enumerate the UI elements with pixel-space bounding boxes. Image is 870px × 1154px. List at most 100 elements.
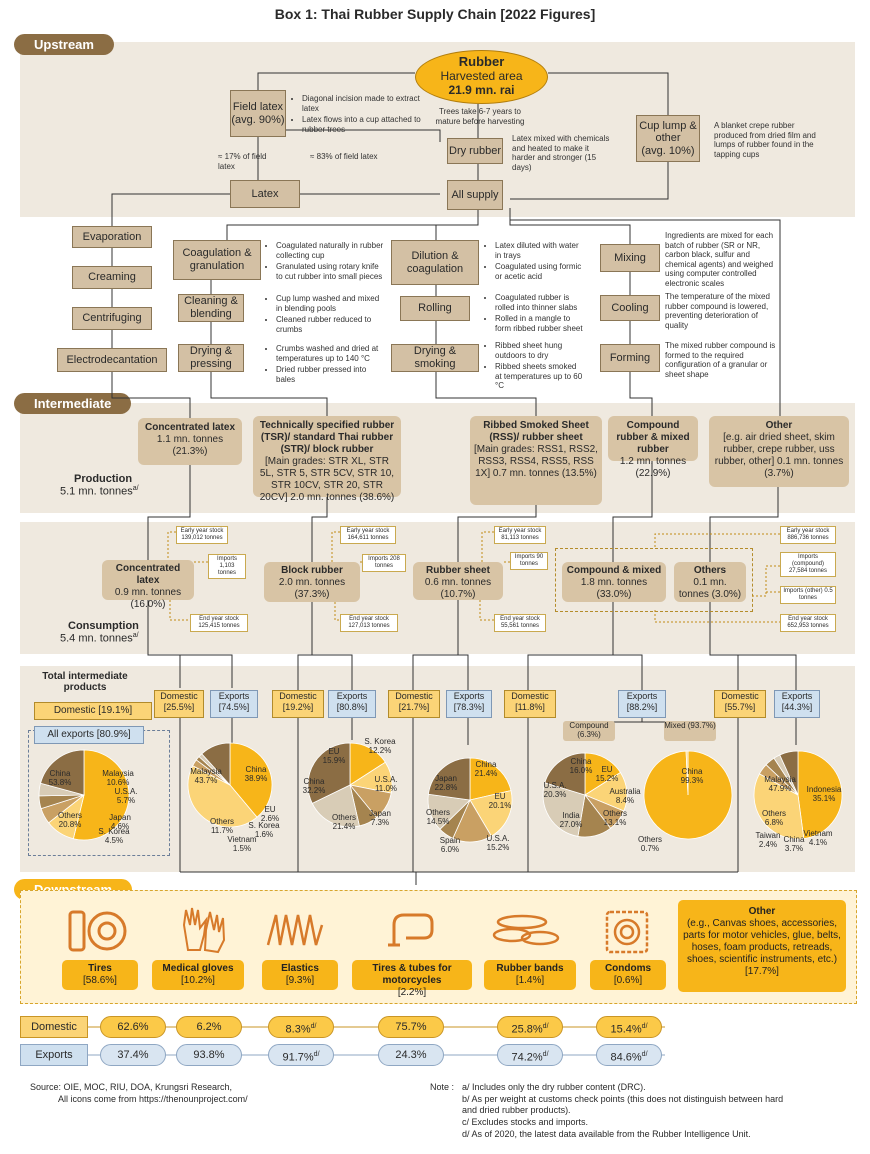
dry-rubber-note: Latex mixed with chemicals and heated to…: [512, 134, 610, 172]
end-stock-0: End year stock 125,415 tonnes: [190, 614, 248, 632]
mixing-box: Mixing: [600, 244, 660, 272]
pill-sup: d/: [641, 1023, 648, 1030]
drying-smoking-box: Drying & smoking: [391, 344, 479, 372]
end-stock-2: End year stock 55,561 tonnes: [494, 614, 546, 632]
exports-4: Exports [44.3%]: [774, 690, 820, 718]
electrodecantation-box: Electrodecantation: [57, 348, 167, 372]
production-value: 5.1 mn. tonnes: [60, 485, 133, 498]
cleaning-notes: Cup lump washed and mixed in blending po…: [266, 294, 386, 336]
exports-pill-2: 91.7%d/: [268, 1044, 334, 1066]
pie-slice-1-1: [187, 765, 258, 828]
note-b: b/ As per weight at customs check points…: [462, 1093, 784, 1116]
cons-body-1: 2.0 mn. tonnes (37.3%): [278, 577, 346, 600]
pie-slice-0-5: [40, 749, 85, 796]
consumption-sup: a/: [132, 632, 139, 639]
prod-title-0: Concentrated latex: [144, 422, 236, 433]
trees-note: Trees take 6-7 years to mature before ha…: [435, 107, 525, 126]
cup-lump-pct: (avg. 10%): [641, 144, 695, 157]
ds-name-3: Tires & tubes for motorcycles: [372, 963, 452, 986]
coag-note-1: Coagulated naturally in rubber collectin…: [276, 241, 386, 260]
domestic-1: Domestic [19.2%]: [272, 690, 324, 718]
note-a: a/ Includes only the dry rubber content …: [462, 1082, 646, 1092]
ds-item-moto-tires: Tires & tubes for motorcycles[2.2%]: [352, 960, 472, 998]
ds-note-1: Ribbed sheet hung outdoors to dry: [495, 341, 585, 360]
tube-icon: [388, 913, 434, 947]
ds-item-condoms: Condoms[0.6%]: [590, 960, 666, 990]
pct83-note: ≈ 83% of field latex: [310, 152, 378, 161]
pie-label-2-2: U.S.A.11.0%: [374, 775, 398, 794]
prod-body-2: [Main grades: RSS1, RSS2, RSS3, RSS4, RS…: [474, 444, 598, 479]
rubber-harvested-area: Rubber Harvested area 21.9 mn. rai: [415, 50, 548, 104]
pie-slice-3-1: [469, 790, 513, 837]
forming-note: The mixed rubber compound is formed to t…: [665, 341, 776, 379]
domestic-row-label: Domestic: [20, 1016, 88, 1038]
drying-pressing-box: Drying & pressing: [178, 344, 244, 372]
latex-box: Latex: [230, 180, 300, 208]
cons-title-0: Concentrated latex: [115, 563, 181, 586]
coagulation-box: Coagulation & granulation: [173, 240, 261, 280]
coag-note-2: Granulated using rotary knife to cut rub…: [276, 262, 386, 281]
domestic-2: Domestic [21.7%]: [388, 690, 440, 718]
clean-note-1: Cup lump washed and mixed in blending po…: [276, 294, 386, 313]
roll-note-2: Rolled in a mangle to form ribbed rubber…: [495, 314, 585, 333]
cup-lump-label: Cup lump & other: [639, 119, 697, 145]
centrifuging-box: Centrifuging: [72, 307, 152, 330]
exports-pill-5: 84.6%d/: [596, 1044, 662, 1066]
ds-pct-1: [10.2%]: [181, 975, 215, 986]
end-stock-3: End year stock 652,953 tonnes: [780, 614, 836, 632]
pie-slice-4-5: [544, 752, 586, 796]
pie-label-3-2: U.S.A.15.2%: [486, 834, 510, 853]
ds-name-5: Condoms: [604, 963, 652, 974]
exports-0: Exports [74.5%]: [210, 690, 258, 718]
total-domestic: Domestic [19.1%]: [34, 702, 152, 720]
dry-rubber-box: Dry rubber: [447, 138, 503, 164]
pie-slice-1-5: [201, 742, 231, 787]
prod-other: Other[e.g. air dried sheet, skim rubber,…: [709, 416, 849, 487]
domestic-4: Domestic [55.7%]: [714, 690, 766, 718]
domestic-pill-3: 75.7%: [378, 1016, 444, 1038]
pie-slice-1-0: [229, 742, 273, 818]
prod-body-0: 1.1 mn. tonnes (21.3%): [156, 434, 224, 457]
mixed-label: Mixed (93.7%): [664, 721, 716, 741]
imports-3: Imports (compound) 27,584 tonnes: [780, 552, 836, 577]
rubber-value: 21.9 mn. rai: [448, 82, 515, 97]
prod-title-4: Other: [765, 420, 793, 431]
domestic-3: Domestic [11.8%]: [504, 690, 556, 718]
cons-body-0: 0.9 mn. tonnes (16.0%): [114, 587, 182, 610]
ds-other-body: (e.g., Canvas shoes, accessories, parts …: [683, 918, 841, 977]
pill-sup: d/: [542, 1023, 549, 1030]
domestic-pill-1: 6.2%: [176, 1016, 242, 1038]
early-stock-3: Early year stock 886,736 tonnes: [780, 526, 836, 544]
pct17-note: ≈ 17% of field latex: [218, 152, 267, 171]
cons-title-1: Block rubber: [281, 565, 343, 576]
elastic-icon: [266, 914, 324, 946]
domestic-pill-4: 25.8%d/: [497, 1016, 563, 1038]
pie-slice-6-0: [797, 750, 843, 840]
pill-sup: d/: [542, 1051, 549, 1058]
source-block: Source: OIE, MOC, RIU, DOA, Krungsri Res…: [30, 1082, 310, 1105]
dp-note-1: Crumbs washed and dried at temperatures …: [276, 344, 386, 363]
ds-item-elastics: Elastics[9.3%]: [262, 960, 338, 990]
imports-0: Imports 1,103 tonnes: [208, 554, 246, 579]
pie-slice-6-1: [753, 773, 805, 840]
ds-item-other: Other(e.g., Canvas shoes, accessories, p…: [678, 900, 846, 992]
drying-smoking-notes: Ribbed sheet hung outdoors to dryRibbed …: [485, 341, 585, 393]
pill-sup: d/: [310, 1023, 317, 1030]
cons-body-2: 0.6 mn. tonnes (10.7%): [424, 577, 492, 600]
prod-body-1: [Main grades: STR XL, STR 5L, STR 5, STR…: [259, 456, 395, 503]
